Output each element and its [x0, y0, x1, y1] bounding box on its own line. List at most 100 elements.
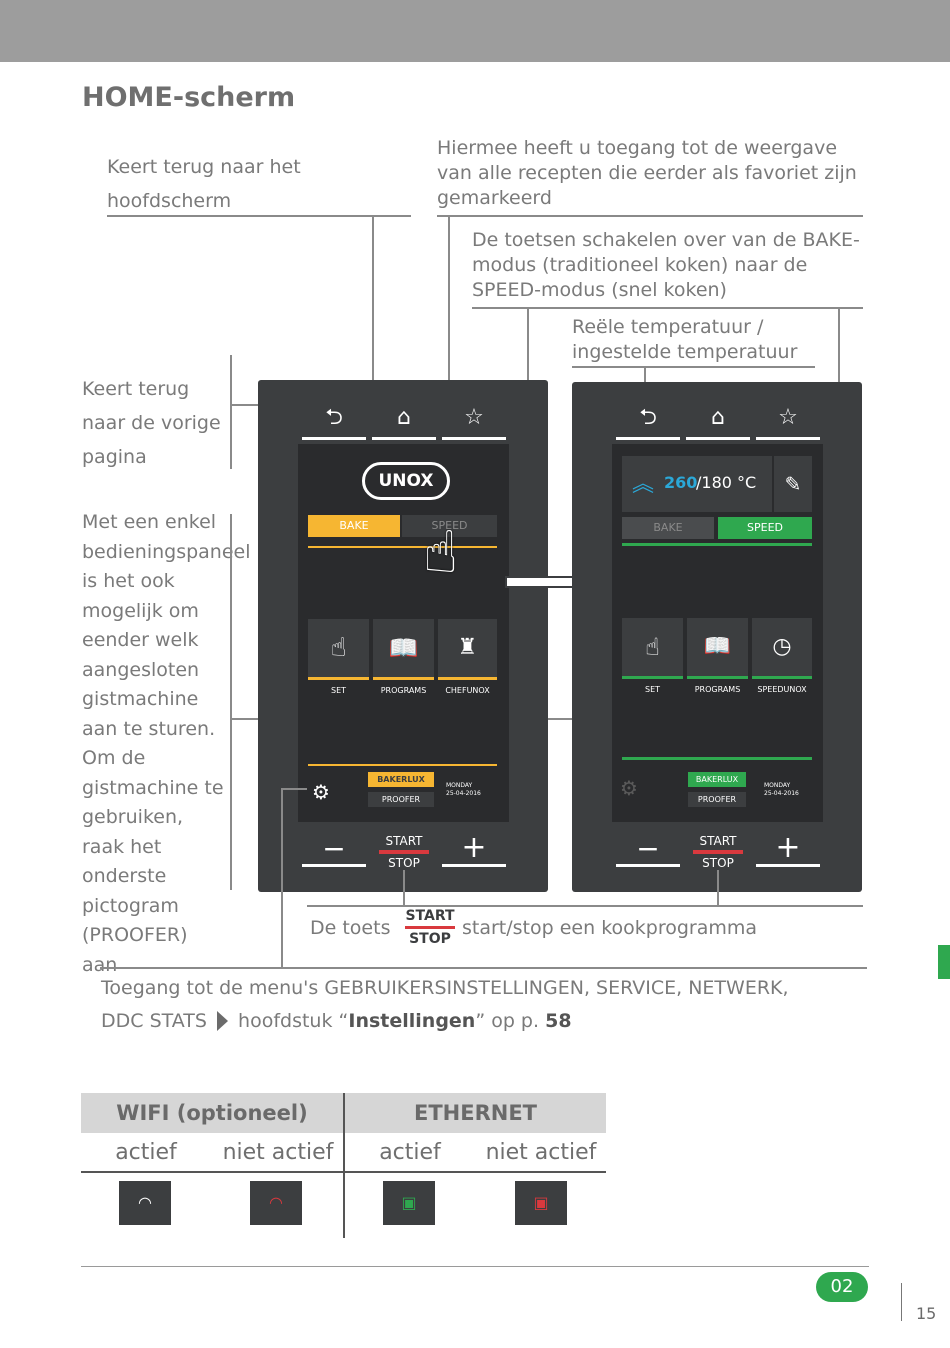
- startstop-icon: START STOP: [402, 908, 458, 947]
- temperature-set: /180 °C: [696, 473, 757, 492]
- minus-button[interactable]: −: [636, 832, 660, 865]
- callout-temperature: Reële temperatuur / ingestelde temperatu…: [572, 316, 798, 363]
- footer-accent-line: [308, 764, 497, 766]
- tile-accent: [687, 676, 748, 679]
- stop-button[interactable]: STOP: [702, 856, 734, 870]
- legend-row-divider: [81, 1171, 606, 1173]
- chapter-edge-tab: [938, 945, 950, 979]
- timer-speed-icon: ◷: [772, 634, 792, 659]
- edit-pencil-icon[interactable]: ✎: [774, 456, 812, 512]
- plus-button[interactable]: +: [775, 830, 801, 865]
- plus-button[interactable]: +: [461, 830, 487, 865]
- start-button[interactable]: START: [385, 834, 423, 848]
- leader-line: [717, 870, 719, 906]
- tile-set[interactable]: ☝: [308, 619, 369, 677]
- arrow-shaft: [505, 576, 579, 588]
- triangle-right-icon: [217, 1011, 228, 1031]
- tile-chefunox[interactable]: ♜: [438, 619, 497, 677]
- leader-line: [448, 215, 450, 407]
- startstop-icon-start: START: [405, 908, 455, 924]
- startstop-icon-divider: [405, 926, 455, 929]
- home-icon: ⌂: [397, 405, 411, 430]
- stop-button[interactable]: STOP: [388, 856, 420, 870]
- tab-speed[interactable]: SPEED: [718, 517, 812, 539]
- date-value: 25-04-2016: [764, 790, 799, 797]
- touch-screen-left: UNOX BAKE SPEED ☝ 📖 ♜ SET PROGRAMS CHEFU…: [298, 444, 509, 822]
- tile-accent: [373, 677, 434, 680]
- tab-bake[interactable]: BAKE: [308, 515, 400, 537]
- tile-label-set: SET: [644, 685, 661, 694]
- header-bar: [0, 0, 950, 62]
- speed-chevrons-icon: ︽: [632, 472, 655, 497]
- leader-line: [437, 215, 863, 217]
- tile-programs[interactable]: 📖: [373, 619, 434, 677]
- legend-state-wifi-active: actief: [115, 1140, 177, 1165]
- legend-divider: [343, 1093, 345, 1238]
- back-icon: ⮌: [325, 405, 343, 430]
- settings-page-number[interactable]: 58: [545, 1010, 572, 1032]
- settings-page-prefix: ” op p.: [475, 1010, 540, 1032]
- control-panel-right: ⮌ ⌂ ☆ ︽ 260 /180 °C ✎ BAKE SPEED ☝ 📖 ◷ S…: [572, 382, 862, 892]
- book-speed-icon: 📖: [703, 634, 732, 659]
- page-number: 15: [916, 1304, 937, 1323]
- wifi-active-icon: ◠: [119, 1181, 171, 1225]
- chapter-badge: 02: [816, 1272, 868, 1302]
- date-day: MONDAY: [446, 782, 473, 789]
- touch-screen-right: ︽ 260 /180 °C ✎ BAKE SPEED ☝ 📖 ◷ SET PRO…: [612, 444, 823, 822]
- mode-indicator-line: [622, 543, 812, 546]
- tab-bake[interactable]: BAKE: [622, 517, 714, 539]
- callout-home: Keert terug naar het hoofdscherm: [107, 156, 301, 212]
- settings-gear-icon[interactable]: ⚙: [620, 776, 638, 800]
- book-icon: 📖: [388, 634, 419, 662]
- tile-accent: [438, 677, 497, 680]
- minus-button[interactable]: −: [322, 832, 346, 865]
- callout-proofer: Met een enkel bedieningspaneel is het oo…: [82, 511, 251, 976]
- hand-icon: ☝: [330, 633, 347, 663]
- proofer-button[interactable]: PROOFER: [688, 792, 746, 807]
- button-underline: [302, 864, 366, 867]
- bakerlux-button[interactable]: BAKERLUX: [688, 772, 746, 787]
- bakerlux-button[interactable]: BAKERLUX: [368, 772, 434, 787]
- leader-line: [100, 967, 867, 969]
- leader-line: [281, 788, 307, 790]
- button-underline: [756, 864, 820, 867]
- tile-set[interactable]: ☝: [622, 618, 683, 676]
- settings-gear-icon[interactable]: ⚙: [312, 780, 330, 804]
- legend-state-ethernet-inactive: niet actief: [485, 1140, 597, 1165]
- callout-favorites: Hiermee heeft u toegang tot de weergave …: [437, 137, 857, 209]
- legend-state-wifi-inactive: niet actief: [222, 1140, 334, 1165]
- leader-line: [230, 355, 232, 469]
- home-button[interactable]: ⌂: [686, 400, 750, 440]
- callout-back: Keert terug naar de vorige pagina: [82, 378, 221, 468]
- tile-speedunox[interactable]: ◷: [752, 618, 812, 676]
- date-day: MONDAY: [764, 782, 791, 789]
- back-button[interactable]: ⮌: [302, 400, 366, 440]
- star-icon: ☆: [778, 405, 798, 430]
- start-stop-divider: [379, 850, 429, 854]
- tile-label-set: SET: [330, 686, 347, 695]
- legend-state-ethernet-active: actief: [379, 1140, 441, 1165]
- favorites-button[interactable]: ☆: [756, 400, 820, 440]
- home-button[interactable]: ⌂: [372, 400, 436, 440]
- settings-chapter-label: hoofdstuk “: [238, 1010, 349, 1032]
- page-number-divider: [901, 1283, 902, 1321]
- start-button[interactable]: START: [699, 834, 737, 848]
- leader-line: [372, 215, 374, 407]
- back-button[interactable]: ⮌: [616, 400, 680, 440]
- startstop-icon-stop: STOP: [409, 931, 451, 947]
- proofer-button[interactable]: PROOFER: [368, 792, 434, 807]
- leader-line: [572, 366, 815, 368]
- settings-chapter-name[interactable]: Instellingen: [348, 1010, 476, 1032]
- date-value: 25-04-2016: [446, 790, 481, 797]
- footer-accent-line: [622, 757, 812, 760]
- tab-speed[interactable]: SPEED: [402, 515, 497, 537]
- leader-line: [230, 514, 232, 890]
- favorites-button[interactable]: ☆: [442, 400, 506, 440]
- settings-ddc-stats: DDC STATS: [101, 1010, 207, 1032]
- tile-programs[interactable]: 📖: [687, 618, 748, 676]
- tile-accent: [622, 676, 683, 679]
- button-underline: [442, 864, 506, 867]
- tile-label-programs: PROGRAMS: [694, 685, 741, 694]
- leader-line: [281, 788, 283, 968]
- callout-settings-line2: DDC STATS hoofdstuk “Instellingen” op p.…: [101, 1009, 572, 1034]
